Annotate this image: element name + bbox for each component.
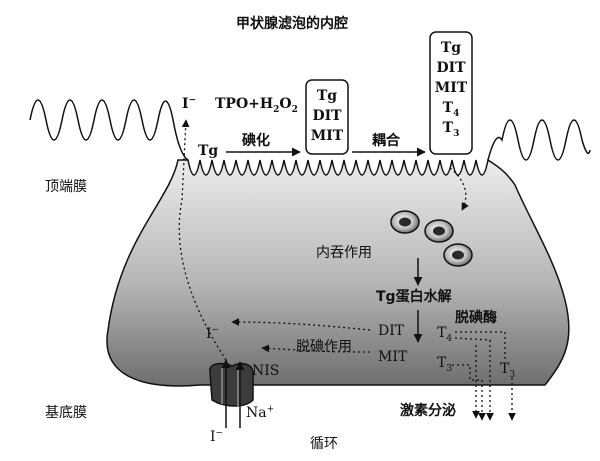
dit-label: DIT [378,323,405,339]
colloid-vesicle [390,210,420,234]
enzyme-input-label: TPO+H2O2 [215,96,298,115]
t3-label: T3 [437,355,453,374]
apical-membrane-label: 顶端膜 [45,179,87,195]
iodide-label-deiodination: I− [206,325,220,342]
box2-mit: MIT [434,80,468,96]
box1-mit: MIT [310,128,344,144]
t3-secretion-path [452,364,486,421]
dit-deiodination-path [231,318,371,331]
t3-right-label: T3 [500,361,516,380]
box2-contents: Tg DIT MIT T4 T3 [430,38,472,138]
box2-tg: Tg [440,40,462,56]
lumen-title: 甲状腺滤泡的内腔 [236,16,348,32]
iodide-label-bottom: I− [210,428,224,445]
endocytosis-path [449,167,469,211]
circulation-label: 循环 [310,436,338,452]
sodium-label: Na+ [246,404,275,421]
basal-membrane-label: 基底膜 [45,405,87,421]
endocytosis-label: 内吞作用 [316,245,372,261]
box-tg-dit-mit [305,79,349,155]
box2-t3: T3 [442,120,460,139]
apical-surface-left [29,99,189,161]
deiodinase-label: 脱碘酶 [455,310,497,326]
t4-deiodinase-path [454,337,494,421]
follicular-cell [106,158,570,387]
nis-label: NIS [252,363,280,379]
box1-contents: Tg DIT MIT [306,86,348,146]
apical-surface-right [487,119,591,161]
nis-transporter [209,362,254,407]
mit-label: MIT [378,349,408,365]
iodination-label: 碘化 [242,133,270,149]
t4-label: T4 [437,325,453,344]
box2-t4: T4 [442,100,460,119]
deiodination-label: 脱碘作用 [296,339,352,355]
box-tg-dit-mit-t4-t3 [429,31,473,155]
tg-label: Tg [198,143,219,159]
box1-tg: Tg [316,88,338,104]
t4-to-t3-path [455,331,506,360]
mit-deiodination-path [261,344,371,353]
box1-dit: DIT [312,108,342,124]
iodide-label-top: I− [182,95,197,112]
hormone-secretion-label: 激素分泌 [400,403,456,419]
coupling-label: 耦合 [372,133,400,149]
colloid-vesicle [443,243,473,267]
box2-dit: DIT [436,60,466,76]
tg-hydrolysis-label: Tg蛋白水解 [376,289,452,305]
colloid-vesicle [424,219,454,243]
